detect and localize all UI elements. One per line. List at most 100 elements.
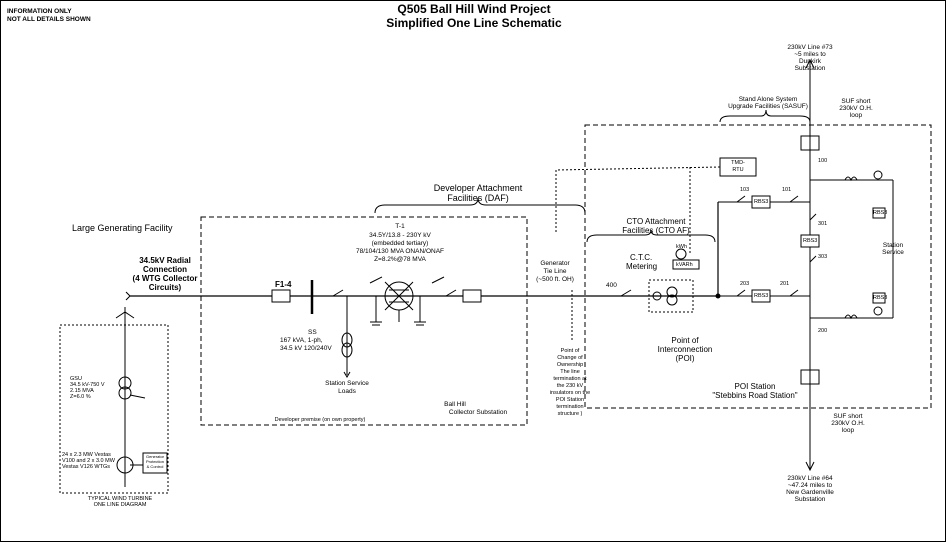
sasuf-label-2: Upgrade Facilities (SASUF) [728,103,808,110]
device-301-label: 301 [818,221,828,227]
poi-station-label-1: POI Station [734,382,776,391]
ball-hill-label-1: Ball Hill [444,401,466,408]
coo-label-5: termination at [553,376,587,382]
xfmr-spec-3: 78/104/130 MVA ONAN/ONAF [355,248,445,255]
info-note-line1: INFORMATION ONLY [7,8,72,15]
poi-label-3: (POI) [675,354,695,363]
daf-label-1: Developer Attachment [433,183,523,193]
gsu-label-1: GSU [70,376,82,382]
line-73-label-4: Substation [794,65,826,72]
suf-bottom-label-1: SUF short [833,413,863,420]
radial-label-1: 34.5kV Radial [139,256,191,265]
kwh-label: kWh [676,244,687,250]
device-100-label: 100 [818,158,828,164]
wtg-typical-box [59,324,169,494]
gsu-label-4: Z=6.0 % [70,394,91,400]
gen-tie-label-2: Tie Line [543,268,567,275]
f14-label: F1-4 [275,280,292,289]
suf-bottom-label-2: 230kV O.H. [831,420,865,427]
line-64-label-3: New Gardenville [786,489,834,496]
switch-400-label: 400 [606,282,617,289]
ss-title: SS [308,329,317,336]
station-service-loads-2: Loads [338,388,356,395]
sasuf-label-1: Stand Alone System [738,96,798,103]
coo-label-3: Ownership [556,362,584,368]
page-title: Q505 Ball Hill Wind Project [397,2,551,16]
ss-spec-1: 167 kVA, 1-ph, [280,337,323,344]
poi-label-2: Interconnection [657,345,713,354]
suf-top-label-3: loop [849,112,863,119]
gen-tie-label-3: (~500 ft. OH) [536,276,574,283]
poi-station-box [584,124,932,409]
device-203-label: 203 [740,281,750,287]
kvarh-label: kVARh [676,262,693,268]
device-101-label: 101 [782,187,792,193]
line-73-label-1: 230kV Line #73 [787,44,833,51]
gen-protection-label-2: Protection [145,459,164,464]
coo-label-2: Change of [557,355,583,361]
gsu-label-2: 34.5 kV-750 V [70,382,105,388]
typical-wtg-label-2: ONE LINE DIAGRAM [93,502,147,508]
line-64-label-1: 230kV Line #64 [787,475,833,482]
page-subtitle: Simplified One Line Schematic [386,16,562,30]
wtg-label-3: Vestas V126 WTGs [62,464,110,470]
cto-label-1: CTO Attachment [626,217,686,226]
station-service-label-1: Station [882,242,904,249]
gsu-label-3: 2.15 MVA [70,388,94,394]
tmd-rtu-label-2: RTU [732,167,744,173]
ctc-label-1: C.T.C. [630,253,653,262]
line-73-label-2: ~5 miles to [794,51,826,58]
suf-top-label-1: SUF short [841,98,871,105]
coo-label-6: the 230 kV [556,383,584,389]
line-73-label-3: Dunkirk [798,58,822,65]
xfmr-spec-1: 34.5Y/13.8 - 230Y kV [369,232,431,239]
coo-label-7: insulators on the [549,390,591,396]
xfmr-spec-4: Z=8.2%@78 MVA [374,256,426,263]
wtg-label-2: V100 and 2 x 3.0 MW [62,458,115,464]
gen-protection-label-1: Generator [145,454,164,459]
poi-label-1: Point of [671,336,699,345]
cto-label-2: Facilities (CTO AF) [622,226,690,235]
large-gen-label: Large Generating Facility [72,223,173,233]
collector-substation-box [200,216,528,426]
wtg-label-1: 24 x 2.3 MW Vestas [62,452,111,458]
device-103-label: 103 [740,187,750,193]
radial-label-3: (4 WTG Collector [132,274,198,283]
ctc-label-2: Metering [626,262,658,271]
breaker-mid-label: RBS3 [803,238,818,244]
xfmr-spec-2: (embedded tertiary) [371,240,429,247]
suf-top-label-2: 230kV O.H. [839,105,873,112]
device-303-label: 303 [818,254,828,260]
developer-premise-label: Developer premise (on own property) [274,417,366,423]
line-64-label-4: Substation [794,496,826,503]
ball-hill-label-2: Collector Substation [448,409,508,416]
breaker-right1-label: RBS3 [873,210,888,216]
gen-tie-label-1: Generator [540,260,570,267]
info-note-line2: NOT ALL DETAILS SHOWN [7,16,91,23]
breaker-bottom-label: RBS3 [754,293,769,299]
suf-bottom-label-3: loop [841,427,855,434]
gen-protection-label-3: & Control [146,464,164,469]
typical-wtg-label-1: TYPICAL WIND TURBINE [87,496,153,502]
daf-label-2: Facilities (DAF) [447,193,509,203]
coo-label-10: structure ) [557,411,583,417]
radial-label-2: Connection [143,265,187,274]
device-201-label: 201 [780,281,790,287]
station-service-loads-1: Station Service [325,380,369,387]
device-200-label: 200 [818,328,828,334]
coo-label-1: Point of [560,348,580,354]
coo-label-8: POI Station [555,397,585,403]
xfmr-title: T-1 [395,223,405,230]
coo-label-9: termination [556,404,584,410]
coo-label-4: The line [560,369,580,375]
breaker-top-label: RBS3 [754,199,769,205]
ss-spec-2: 34.5 kV 120/240V [280,345,332,352]
breaker-right2-label: RBS3 [873,295,888,301]
station-service-label-2: Service [882,249,904,256]
poi-station-label-2: "Stebbins Road Station" [712,391,798,400]
line-64-label-2: ~47.24 miles to [787,482,833,489]
radial-label-4: Circuits) [148,283,182,292]
tmd-rtu-label-1: TMD- [731,160,745,166]
